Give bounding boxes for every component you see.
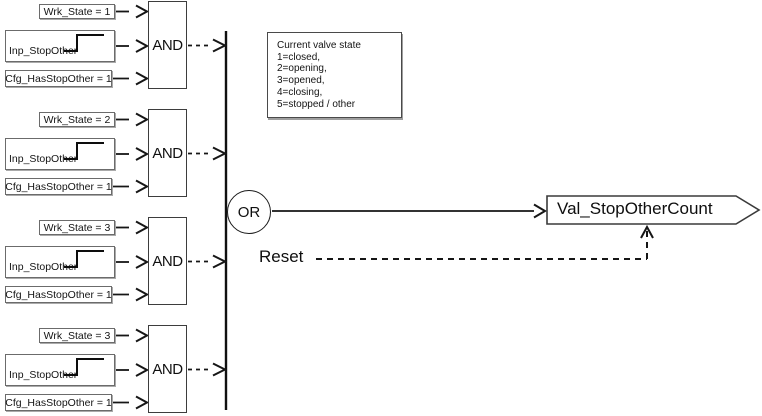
arrowhead-icon <box>212 254 228 269</box>
inp-stopother-label: Inp_StopOther <box>5 138 115 170</box>
comment-title: Current valve state <box>277 40 361 51</box>
group-connectors <box>112 112 228 194</box>
group-connectors <box>112 220 228 302</box>
output-tag-shape <box>546 195 761 225</box>
inp-stopother-text: Inp_StopOther <box>9 45 78 57</box>
arrowhead-icon <box>135 112 150 127</box>
and-gate: AND <box>148 1 187 89</box>
arrowhead-icon <box>212 362 228 377</box>
arrowhead-icon <box>212 38 228 53</box>
comment-line: 1=closed, <box>277 51 321 63</box>
and-gate-group-2: Wrk_State = 2 Inp_StopOther Cfg_HasStopO… <box>0 108 232 202</box>
arrowhead-icon <box>135 4 150 19</box>
arrowhead-icon <box>135 363 150 377</box>
inp-stopother-text: Inp_StopOther <box>9 153 78 165</box>
comment-line: 3=opened, <box>277 75 325 87</box>
arrowhead-icon <box>135 71 150 86</box>
and-gate-group-4: Wrk_State = 3 Inp_StopOther Cfg_HasStopO… <box>0 324 232 416</box>
arrowhead-icon <box>533 203 547 219</box>
wrk-state-label: Wrk_State = 1 <box>39 4 115 19</box>
comment-line: 2=opening, <box>277 63 327 75</box>
valve-state-comment-box: Current valve state 1=closed, 2=opening,… <box>267 32 402 118</box>
rising-edge-icon <box>64 142 104 160</box>
and-gate: AND <box>148 217 187 305</box>
cfg-hasstopother-label: Cfg_HasStopOther = 1 <box>5 70 112 87</box>
and-gate-group-1: Wrk_State = 1 Inp_StopOther Cfg_HasStopO… <box>0 0 232 94</box>
rising-edge-icon <box>64 34 104 52</box>
group-connectors <box>112 328 228 410</box>
arrowhead-up-icon <box>640 224 654 239</box>
and-gate: AND <box>148 109 187 197</box>
reset-label: Reset <box>259 247 304 266</box>
and-gate-group-3: Wrk_State = 3 Inp_StopOther Cfg_HasStopO… <box>0 216 232 310</box>
arrowhead-icon <box>135 328 150 343</box>
arrowhead-icon <box>212 146 228 161</box>
cfg-hasstopother-label: Cfg_HasStopOther = 1 <box>5 286 112 303</box>
comment-line: 4=closing, <box>277 86 323 98</box>
cfg-hasstopother-label: Cfg_HasStopOther = 1 <box>5 178 112 195</box>
or-gate: OR <box>227 190 271 234</box>
inp-stopother-label: Inp_StopOther <box>5 30 115 62</box>
arrowhead-icon <box>135 255 150 269</box>
arrowhead-icon <box>135 39 150 53</box>
and-gate: AND <box>148 325 187 413</box>
wrk-state-label: Wrk_State = 3 <box>39 220 115 235</box>
arrowhead-icon <box>135 220 150 235</box>
inp-stopother-text: Inp_StopOther <box>9 369 78 381</box>
inp-stopother-label: Inp_StopOther <box>5 354 115 386</box>
wrk-state-label: Wrk_State = 3 <box>39 328 115 343</box>
arrowhead-icon <box>135 147 150 161</box>
inp-stopother-label: Inp_StopOther <box>5 246 115 278</box>
arrowhead-icon <box>135 179 150 194</box>
output-tag-label: Val_StopOtherCount <box>557 199 713 218</box>
comment-line: 5=stopped / other <box>277 98 356 110</box>
rising-edge-icon <box>64 250 104 268</box>
wrk-state-label: Wrk_State = 2 <box>39 112 115 127</box>
inp-stopother-text: Inp_StopOther <box>9 261 78 273</box>
arrowhead-icon <box>135 395 150 410</box>
arrowhead-icon <box>135 287 150 302</box>
cfg-hasstopother-label: Cfg_HasStopOther = 1 <box>5 394 112 411</box>
rising-edge-icon <box>64 358 104 376</box>
group-connectors <box>112 4 228 86</box>
